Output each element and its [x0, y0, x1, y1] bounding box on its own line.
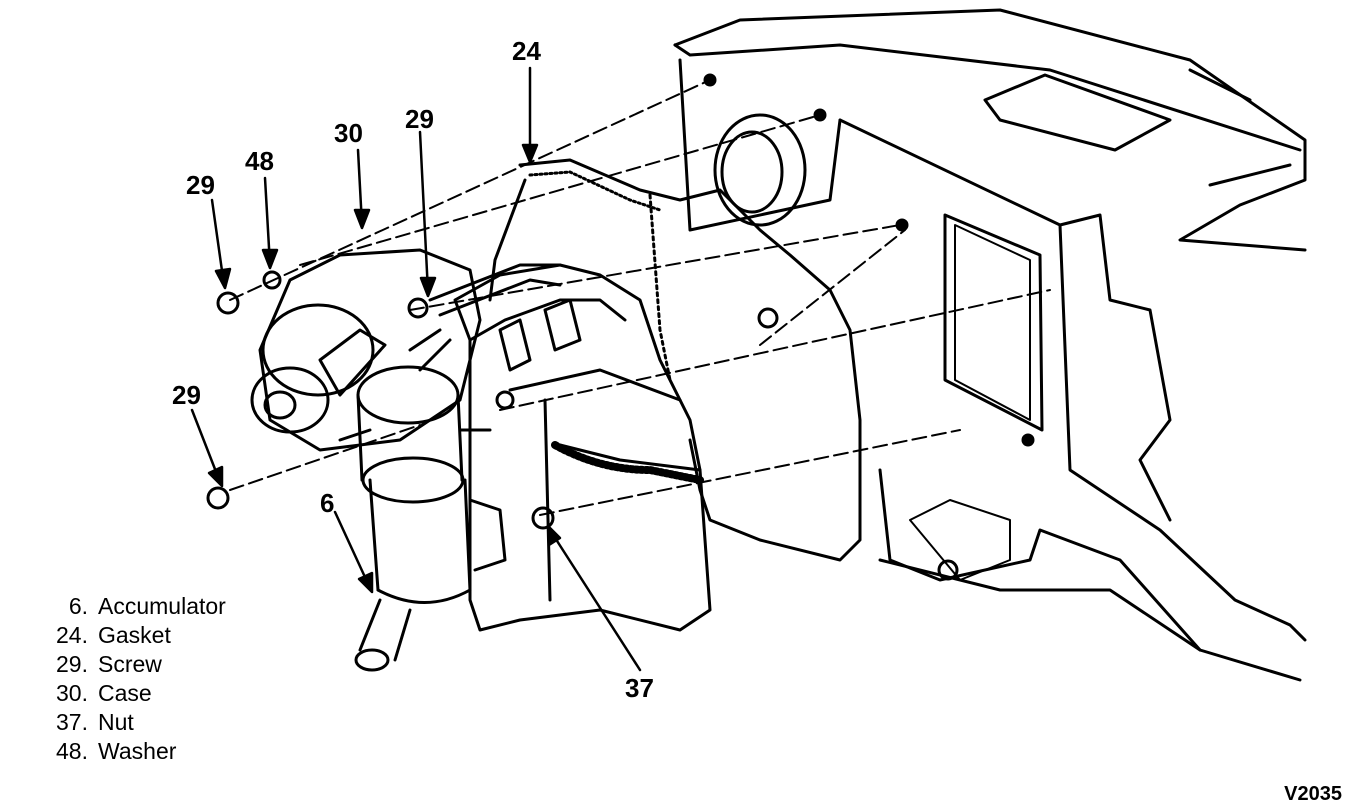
refrigerant-lines	[408, 263, 562, 372]
legend-item: 37. Nut	[40, 708, 226, 737]
callout-gasket: 24	[512, 36, 541, 66]
case	[453, 263, 712, 632]
legend-item-label: Screw	[98, 651, 162, 677]
legend-item-label: Washer	[98, 738, 177, 764]
callout-screw-top: 29	[405, 104, 434, 134]
figure-reference-code: V2035	[1284, 783, 1342, 805]
blower-outlet	[713, 113, 807, 227]
legend-item: 6. Accumulator	[40, 592, 226, 621]
legend-item-number: 6.	[68, 593, 88, 619]
legend-item-number: 29.	[56, 651, 88, 677]
callout-screw-left: 29	[186, 170, 215, 200]
legend-item-label: Nut	[98, 709, 134, 735]
callout-nut: 37	[625, 673, 654, 703]
legend-item: 24. Gasket	[40, 621, 226, 650]
legend-item-label: Accumulator	[98, 593, 226, 619]
callout-washer: 48	[245, 146, 274, 176]
vehicle-body	[673, 8, 1307, 682]
legend-item: 29. Screw	[40, 650, 226, 679]
legend-item-number: 48.	[56, 738, 88, 764]
legend-item-label: Gasket	[98, 622, 171, 648]
legend-item: 30. Case	[40, 679, 226, 708]
gasket	[488, 158, 862, 562]
callout-case: 30	[334, 118, 363, 148]
callout-screw-mid: 29	[172, 380, 201, 410]
alignment-lines	[229, 79, 1051, 516]
fasteners	[206, 73, 1035, 510]
accumulator	[338, 365, 492, 672]
legend-item-number: 37.	[56, 709, 88, 735]
legend-item-label: Case	[98, 680, 152, 706]
hose	[551, 441, 704, 484]
callout-accumulator: 6	[320, 488, 335, 518]
legend-item-number: 24.	[56, 622, 88, 648]
leader-lines	[190, 66, 642, 672]
legend-item-number: 30.	[56, 680, 88, 706]
blower-motor	[250, 248, 482, 452]
legend-item: 48. Washer	[40, 737, 226, 766]
